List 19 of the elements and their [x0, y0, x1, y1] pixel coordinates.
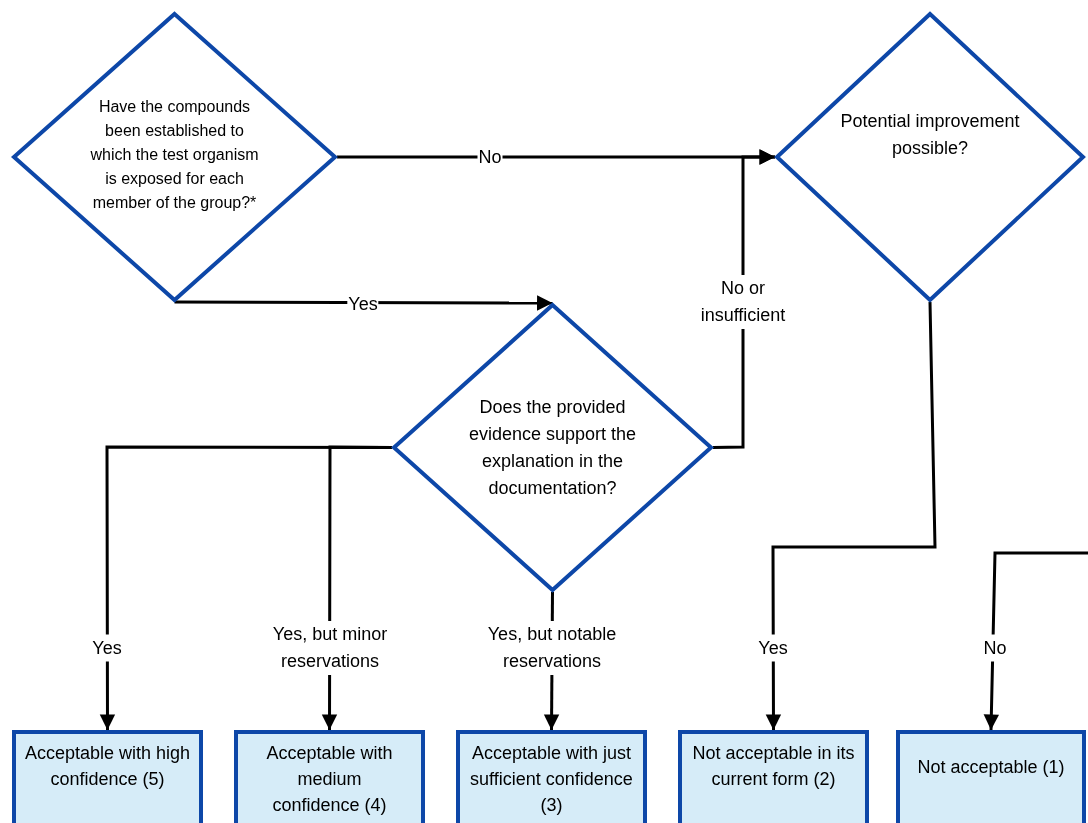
outcome-text: Acceptable with just sufficient confidence (3)	[469, 742, 634, 817]
outcome-box	[896, 730, 1086, 823]
outcome-box	[12, 730, 203, 823]
edge-label: Yes	[757, 634, 789, 662]
outcome-box	[234, 730, 425, 823]
question-text: Does the provided evidence support the explanation in the documentation?	[467, 395, 638, 500]
outcome-text: Not acceptable in its current form (2)	[691, 742, 856, 791]
edge-label: No	[982, 634, 1008, 662]
arrow	[174, 295, 553, 311]
outcome-text: Acceptable with medium confidence (4)	[265, 742, 394, 817]
outcome-box	[678, 730, 869, 823]
question-text: Have the compounds been established to which the test organism is exposed for each member of the group?*	[89, 97, 260, 213]
arrow	[765, 301, 937, 730]
edge-label: Yes	[91, 634, 123, 662]
arrow	[983, 551, 1088, 731]
outcome-box	[456, 730, 647, 823]
question-text: Potential improvement possible?	[839, 110, 1021, 160]
outcome-text: Acceptable with high confidence (5)	[23, 742, 192, 791]
outcome-text: Not acceptable (1)	[916, 756, 1066, 779]
